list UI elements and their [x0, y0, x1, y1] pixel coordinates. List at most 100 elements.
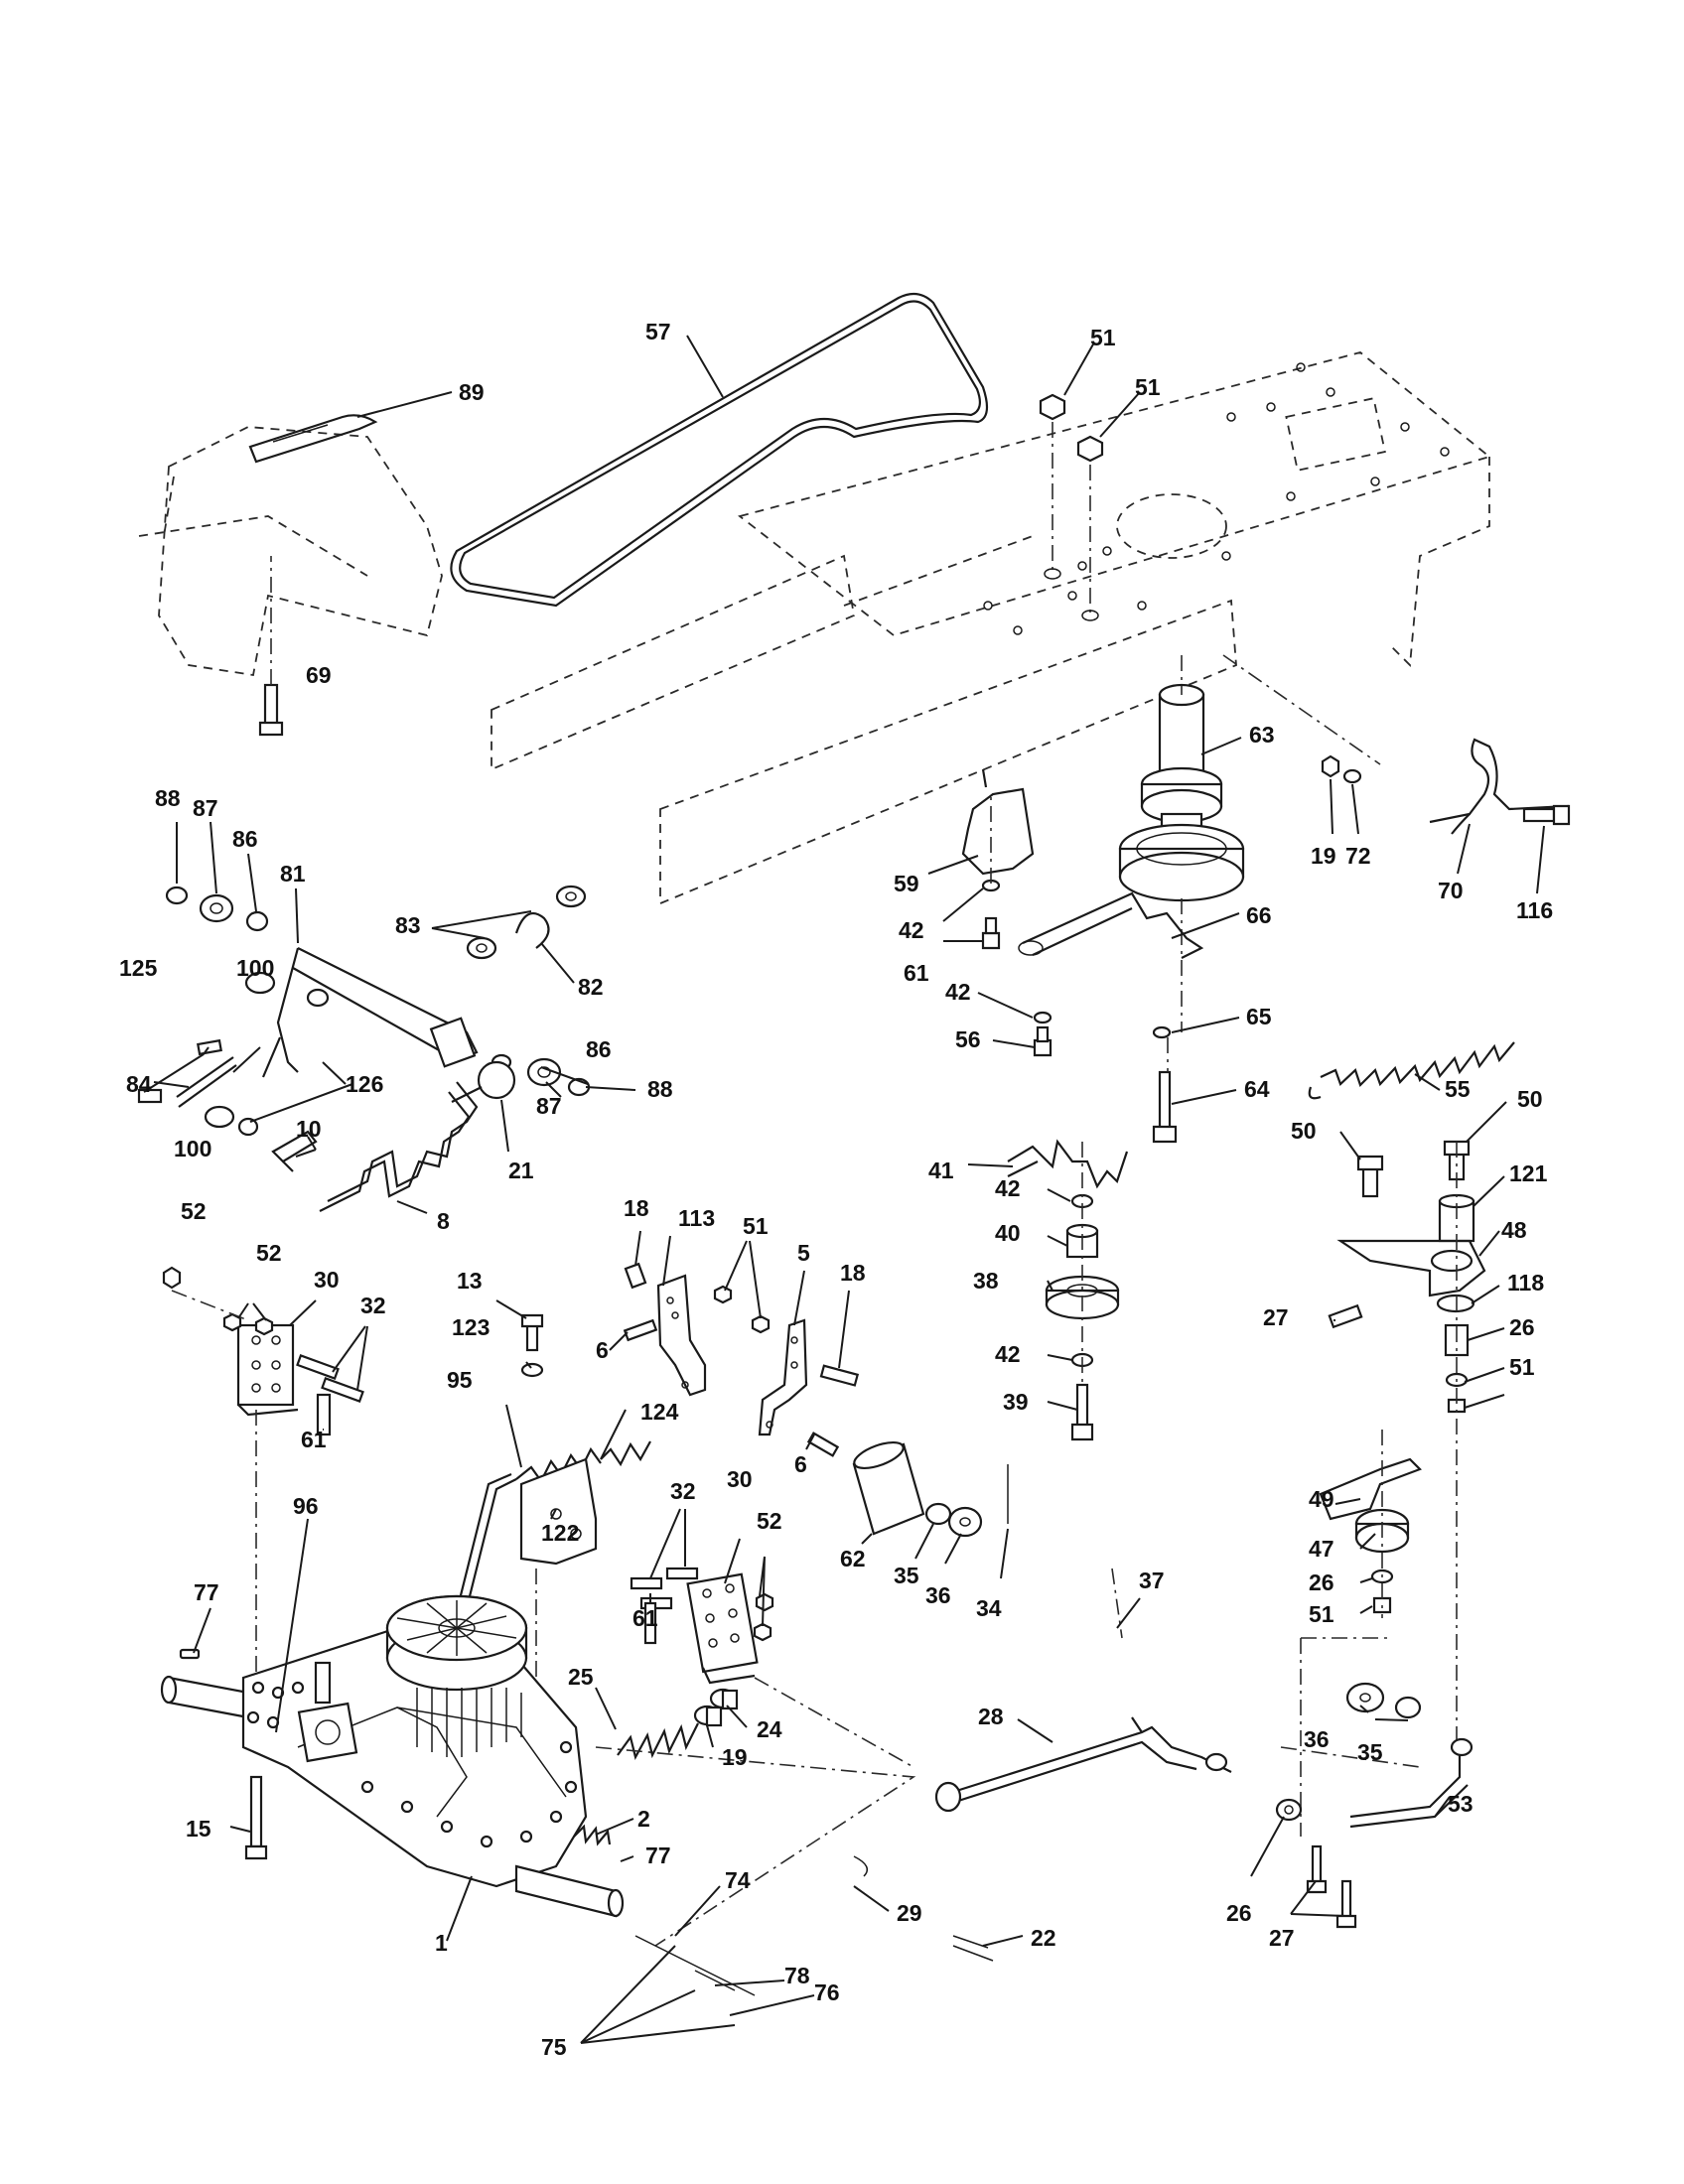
callout-24: 24 — [757, 1716, 782, 1742]
callout-42: 42 — [945, 979, 971, 1005]
callout-75: 75 — [541, 2034, 567, 2060]
callout-59: 59 — [894, 871, 919, 896]
callout-32: 32 — [360, 1293, 386, 1318]
callout-96: 96 — [293, 1493, 319, 1519]
callout-74: 74 — [725, 1867, 751, 1893]
callout-100: 100 — [236, 955, 274, 981]
callout-70: 70 — [1438, 878, 1464, 903]
callout-81: 81 — [280, 861, 306, 887]
callout-87: 87 — [193, 795, 218, 821]
callout-48: 48 — [1501, 1217, 1527, 1243]
callout-51: 51 — [1135, 374, 1161, 400]
callout-37: 37 — [1139, 1568, 1165, 1593]
spacer-62 — [852, 1440, 1009, 1538]
callout-57: 57 — [645, 319, 671, 344]
callout-2: 2 — [637, 1806, 650, 1832]
callout-61: 61 — [632, 1605, 658, 1631]
bracket-49 — [1319, 1430, 1422, 1618]
callout-19: 19 — [1311, 843, 1336, 869]
callout-123: 123 — [452, 1314, 490, 1340]
callout-39: 39 — [1003, 1389, 1029, 1415]
key-77 — [179, 1648, 201, 1660]
callout-77: 77 — [645, 1843, 671, 1868]
callout-116: 116 — [1516, 897, 1553, 923]
callout-25: 25 — [568, 1664, 594, 1690]
callout-121: 121 — [1509, 1160, 1548, 1186]
callout-50: 50 — [1517, 1086, 1543, 1112]
callout-66: 66 — [1246, 902, 1272, 928]
callout-77: 77 — [194, 1579, 219, 1605]
callout-labels: 57 89 51 51 69 63 19 72 70 116 88 87 86 … — [119, 319, 1553, 2060]
callout-61: 61 — [301, 1427, 327, 1452]
callout-36: 36 — [1304, 1726, 1330, 1752]
callout-51: 51 — [1090, 325, 1116, 350]
callout-15: 15 — [186, 1816, 211, 1842]
callout-49: 49 — [1309, 1486, 1334, 1512]
clip-59 — [961, 768, 1052, 1057]
callout-122: 122 — [541, 1520, 579, 1546]
callout-19: 19 — [722, 1744, 748, 1770]
callout-87: 87 — [536, 1093, 562, 1119]
callout-124: 124 — [640, 1399, 679, 1425]
callout-89: 89 — [459, 379, 485, 405]
callout-42: 42 — [995, 1175, 1021, 1201]
callout-51: 51 — [1309, 1601, 1334, 1627]
callout-47: 47 — [1309, 1536, 1334, 1562]
callout-95: 95 — [447, 1367, 473, 1393]
callout-50: 50 — [1291, 1118, 1317, 1144]
idler-arm-66 — [1018, 891, 1204, 1144]
callout-86: 86 — [232, 826, 258, 852]
spring-wire-70 — [1429, 738, 1571, 835]
callout-18: 18 — [624, 1195, 649, 1221]
callout-113: 113 — [678, 1205, 715, 1231]
nuts-51-top — [1039, 393, 1104, 621]
callout-5: 5 — [797, 1240, 810, 1266]
shift-linkage — [137, 885, 591, 1137]
callout-8: 8 — [437, 1208, 450, 1234]
callout-1: 1 — [435, 1930, 448, 1956]
callout-56: 56 — [955, 1026, 981, 1052]
callout-10: 10 — [296, 1116, 322, 1142]
guide-lines — [595, 1568, 1421, 1947]
callout-42: 42 — [899, 917, 924, 943]
bolt-69 — [258, 556, 284, 737]
callout-52: 52 — [256, 1240, 282, 1266]
shift-lever-8 — [271, 1060, 516, 1212]
callout-29: 29 — [897, 1900, 922, 1926]
callout-88: 88 — [155, 785, 181, 811]
callout-52: 52 — [757, 1508, 782, 1534]
callout-26: 26 — [1309, 1570, 1334, 1595]
callout-88: 88 — [647, 1076, 673, 1102]
callout-61: 61 — [904, 960, 929, 986]
bracket-30-left — [162, 1266, 364, 1727]
nut-19-washer-72 — [1222, 654, 1381, 784]
callout-125: 125 — [119, 955, 158, 981]
callout-65: 65 — [1246, 1004, 1272, 1029]
callout-35: 35 — [1357, 1739, 1383, 1765]
callout-22: 22 — [1031, 1925, 1056, 1951]
callout-28: 28 — [978, 1704, 1004, 1729]
callout-64: 64 — [1244, 1076, 1270, 1102]
callout-126: 126 — [346, 1071, 383, 1097]
spring-55 — [1308, 1041, 1515, 1100]
callout-35: 35 — [894, 1563, 919, 1588]
callout-52: 52 — [181, 1198, 207, 1224]
callout-18: 18 — [840, 1260, 866, 1286]
callout-30: 30 — [727, 1466, 753, 1492]
callout-84: 84 — [126, 1071, 152, 1097]
callout-69: 69 — [306, 662, 332, 688]
chassis-frame — [138, 351, 1491, 905]
transaxle-1 — [160, 1594, 625, 1918]
callout-62: 62 — [840, 1546, 866, 1571]
callout-86: 86 — [586, 1036, 612, 1062]
callout-63: 63 — [1249, 722, 1275, 748]
callout-55: 55 — [1445, 1076, 1471, 1102]
pulley-63 — [1118, 655, 1245, 1032]
callout-40: 40 — [995, 1220, 1021, 1246]
drive-belt — [450, 292, 989, 608]
callout-51: 51 — [1509, 1354, 1535, 1380]
callout-27: 27 — [1269, 1925, 1295, 1951]
callout-34: 34 — [976, 1595, 1002, 1621]
callout-51: 51 — [743, 1213, 769, 1239]
callout-6: 6 — [794, 1451, 807, 1477]
